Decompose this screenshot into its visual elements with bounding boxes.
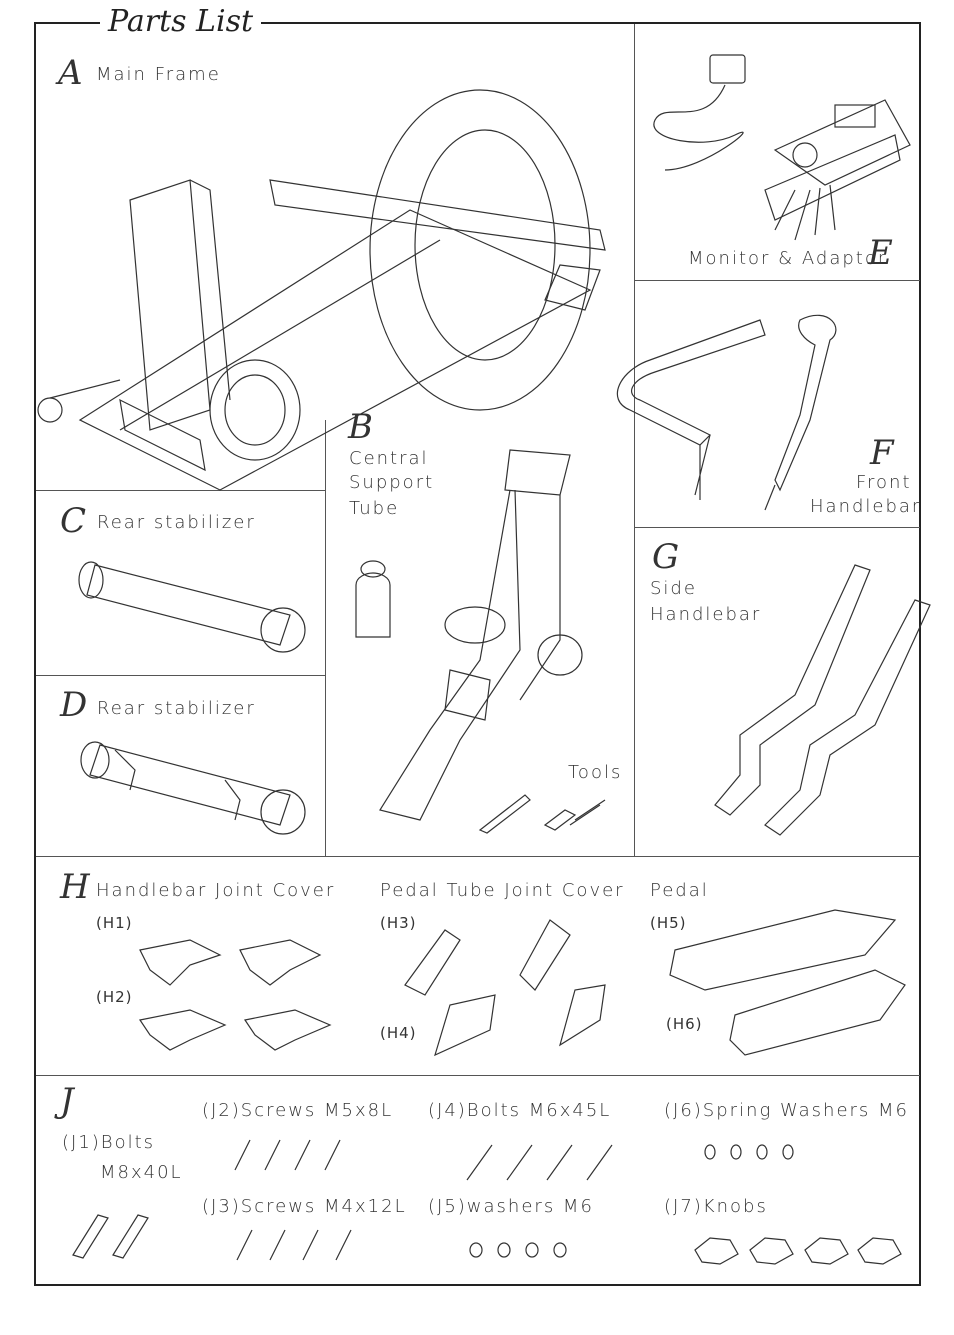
bolts-j1-illustration [72,1214,149,1259]
sub-label-h2: (H2) [96,988,133,1006]
divider [634,527,920,528]
part-label-j2: (J2)Screws M5x8L [202,1100,394,1121]
sub-label-h4: (H4) [380,1024,417,1042]
part-label-j3: (J3)Screws M4x12L [202,1196,407,1217]
screws-j3-illustration [236,1229,352,1261]
central-support-tube-illustration [379,449,583,821]
part-label-j4: (J4)Bolts M6x45L [428,1100,612,1121]
part-label-main-frame: Main Frame [96,64,221,85]
part-label-tube: Tube [349,498,400,519]
rear-stabilizer-d-illustration [80,741,306,835]
screws-j2-illustration [234,1139,341,1171]
divider [36,675,326,676]
divider [36,1075,920,1076]
parts-list-frame [34,22,921,1286]
part-label-j5: (J5)washers M6 [428,1196,594,1217]
main-frame-illustration [37,89,606,491]
divider [634,24,635,856]
part-letter-f: F [870,433,894,473]
part-label-monitor-adaptor: Monitor & Adaptor [688,248,888,269]
divider [36,490,326,491]
part-letter-j: J [60,1081,74,1121]
part-label-central: Central [349,448,429,469]
sub-label-h6: (H6) [666,1015,703,1033]
front-handlebar-illustration [617,314,837,511]
part-label-handlebar: Handlebar [810,496,922,517]
rear-stabilizer-c-illustration [78,561,306,653]
page-title: Parts List [100,4,262,39]
sub-label-h1: (H1) [96,914,133,932]
water-bottle-icon [355,560,391,638]
part-letter-a: A [58,53,83,93]
washers-j5-illustration [469,1242,567,1258]
part-label-side-handlebar: Handlebar [650,604,762,625]
part-label-pedal-tube-joint-cover: Pedal Tube Joint Cover [380,880,625,901]
pedal-tube-joint-cover-illustration [404,919,606,1057]
part-label-j6: (J6)Spring Washers M6 [664,1100,910,1121]
part-letter-e: E [868,233,893,273]
part-letter-c: C [60,501,87,541]
divider [36,856,920,857]
part-label-j1-size: M8x40L [100,1162,183,1183]
part-letter-h: H [60,867,90,907]
part-label-pedal: Pedal [650,880,709,901]
bolts-j4-illustration [466,1144,613,1181]
spring-washers-j6-illustration [704,1144,794,1160]
divider [634,280,920,281]
part-label-tools: Tools [568,762,623,783]
sub-label-h5: (H5) [650,914,687,932]
monitor-adaptor-illustration [653,54,911,241]
part-label-rear-stabilizer-c: Rear stabilizer [97,512,256,533]
part-letter-g: G [652,537,680,577]
part-label-j1: (J1)Bolts [62,1132,156,1153]
part-letter-b: B [348,407,373,447]
sub-label-h3: (H3) [380,914,417,932]
side-handlebar-illustration [714,564,931,836]
part-label-j7: (J7)Knobs [664,1196,768,1217]
tools-illustration [478,794,606,834]
knobs-j7-illustration [694,1237,902,1265]
part-label-rear-stabilizer-d: Rear stabilizer [97,698,256,719]
part-label-side: Side [650,578,697,599]
part-label-support: Support [349,472,435,493]
part-label-front: Front [856,472,912,493]
divider [325,420,326,856]
pedal-illustration [669,909,906,1056]
part-label-handlebar-joint-cover: Handlebar Joint Cover [96,880,336,901]
handlebar-joint-cover-illustration [139,939,332,1051]
part-letter-d: D [60,685,88,725]
